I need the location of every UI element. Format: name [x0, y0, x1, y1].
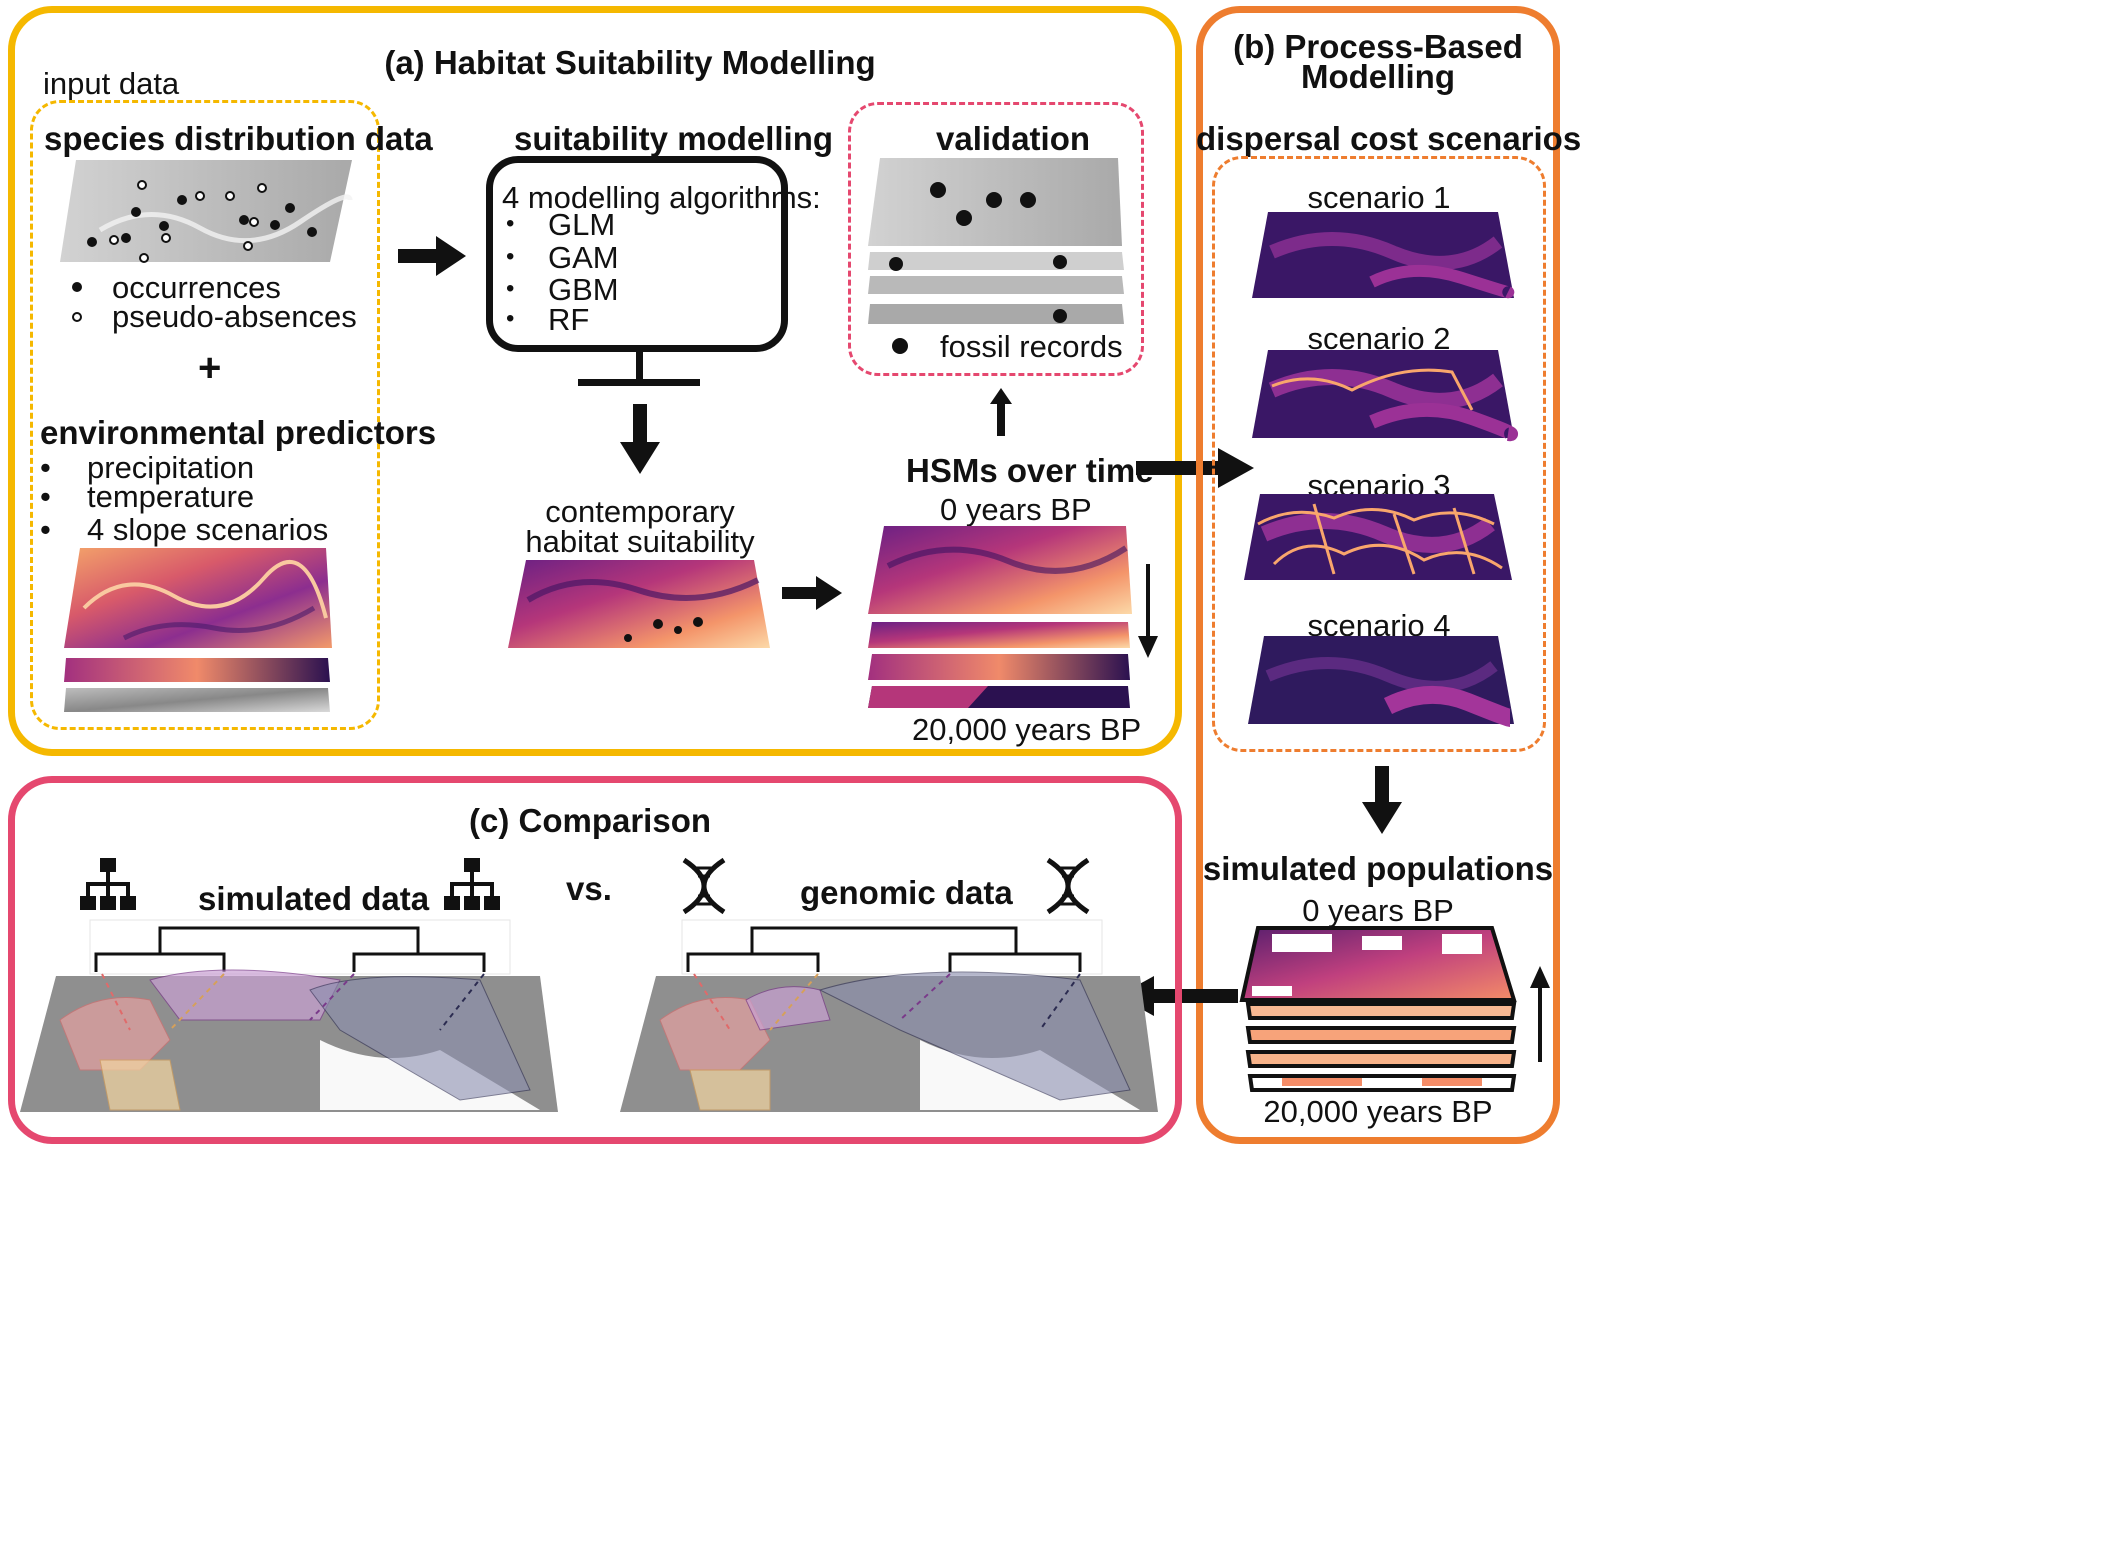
- panel-b-title-line1: (b) Process-Based: [1233, 28, 1523, 65]
- vs-label: vs.: [566, 870, 612, 907]
- hierarchy-icon: [80, 858, 136, 910]
- monitor-stand-neck: [636, 352, 643, 382]
- predictor-bullet-3: •: [40, 512, 51, 547]
- scenario-1-label: scenario 1: [1307, 180, 1451, 215]
- panel-habitat-suitability: [8, 6, 1182, 756]
- predictor-temperature: temperature: [87, 479, 255, 514]
- algorithm-gbm: GBM: [548, 272, 619, 307]
- genomic-data-label: genomic data: [800, 874, 1013, 911]
- species-distribution-map: [60, 160, 353, 263]
- predictor-slope-scenarios: 4 slope scenarios: [87, 512, 329, 547]
- hierarchy-icon: [444, 858, 500, 910]
- hsm-top-label: 0 years BP: [940, 492, 1092, 527]
- simulated-data-label: simulated data: [198, 880, 430, 917]
- scenario-1-map: [1252, 212, 1515, 299]
- panel-c-title: (c) Comparison: [468, 802, 712, 839]
- algorithm-rf: RF: [548, 302, 590, 337]
- scenario-2-map: [1252, 350, 1518, 442]
- legend-pseudo-absences: pseudo-absences: [112, 299, 357, 334]
- panel-process-based: [1196, 6, 1560, 1144]
- arrow-input-to-modelling-icon: [398, 236, 466, 276]
- hsm-over-time-title: HSMs over time: [906, 452, 1154, 489]
- dna-icon: [1046, 857, 1090, 915]
- panel-b-title-line2: Modelling: [1301, 58, 1455, 95]
- dna-icon: [682, 857, 726, 915]
- fossil-records-label: fossil records: [940, 329, 1123, 364]
- fossil-records-legend-marker: [892, 338, 908, 354]
- algorithm-gam: GAM: [548, 240, 619, 275]
- simulated-populations-title: simulated populations: [1202, 850, 1554, 887]
- pseudo-absence-legend-marker: [72, 312, 82, 322]
- scenario-3-map: [1244, 494, 1512, 580]
- arrow-scenarios-to-simulated-icon: [1362, 766, 1402, 834]
- predictor-bullet-2: •: [40, 479, 51, 514]
- hsm-bottom-label: 20,000 years BP: [912, 712, 1142, 747]
- predictor-bullet-1: •: [40, 450, 51, 485]
- legend-occurrences: occurrences: [112, 270, 281, 305]
- contemporary-habitat-map: [508, 560, 770, 648]
- algorithm-bullet-4: •: [506, 305, 515, 332]
- arrow-hsm-to-validation-icon: [990, 388, 1012, 436]
- algorithm-bullet-2: •: [506, 243, 515, 270]
- species-distribution-title: species distribution data: [44, 120, 433, 157]
- genomic-data-tree-map: [620, 919, 1158, 1112]
- arrow-contemporary-to-hsm-icon: [782, 576, 842, 610]
- algorithms-title: 4 modelling algorithms:: [502, 180, 821, 215]
- environmental-predictors-title: environmental predictors: [40, 414, 437, 451]
- simulated-data-tree-map: [20, 919, 558, 1112]
- validation-box: [848, 102, 1144, 376]
- time-arrow-up-icon: [1530, 966, 1550, 1062]
- occurrence-legend-marker: [72, 282, 82, 292]
- predictor-precipitation: precipitation: [87, 450, 255, 485]
- computer-monitor-icon: [486, 156, 788, 352]
- time-arrow-down-icon: [1138, 564, 1158, 658]
- plus-symbol: +: [198, 346, 222, 390]
- input-data-box: [30, 100, 380, 730]
- hsm-time-stack: [868, 526, 1132, 708]
- algorithm-glm: GLM: [548, 207, 616, 242]
- suitability-modelling-title: suitability modelling: [514, 120, 834, 157]
- environmental-layers-stack: [64, 548, 332, 712]
- scenario-4-map: [1248, 636, 1514, 727]
- sim-bottom-label: 20,000 years BP: [1263, 1094, 1493, 1129]
- algorithm-bullet-3: •: [506, 275, 515, 302]
- simulated-populations-stack: [1239, 926, 1517, 1092]
- sim-top-label: 0 years BP: [1302, 893, 1454, 928]
- dispersal-cost-title: dispersal cost scenarios: [1196, 120, 1582, 157]
- arrow-monitor-to-contemporary-icon: [620, 404, 660, 474]
- dispersal-scenarios-box: [1212, 156, 1546, 752]
- panel-comparison: [8, 776, 1182, 1144]
- validation-title: validation: [936, 120, 1091, 157]
- validation-fossil-maps: [868, 158, 1124, 324]
- monitor-stand-base: [578, 379, 700, 386]
- input-data-label: input data: [43, 66, 180, 101]
- contemporary-label-line1: contemporary: [545, 494, 735, 529]
- contemporary-label-line2: habitat suitability: [525, 524, 755, 559]
- panel-a-title: (a) Habitat Suitability Modelling: [384, 44, 876, 81]
- algorithm-bullet-1: •: [506, 210, 515, 237]
